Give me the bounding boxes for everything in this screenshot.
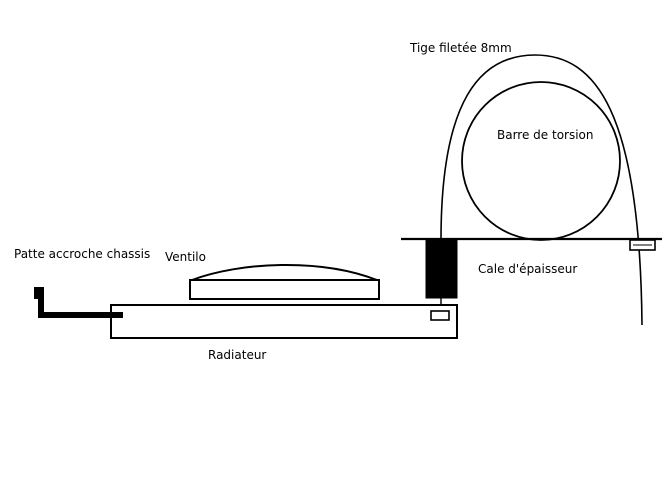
fan-dome — [191, 264, 378, 281]
radiator-label: Radiateur — [208, 348, 267, 362]
torsion-bar-label: Barre de torsion — [497, 128, 594, 142]
hook-bracket-stem — [38, 287, 44, 317]
fan-base — [189, 279, 380, 300]
shim-label: Cale d'épaisseur — [478, 262, 578, 276]
hook-bracket-horizontal — [38, 312, 123, 318]
thickness-shim — [425, 239, 458, 299]
radiator-body — [110, 304, 458, 339]
threaded-rod-label: Tige filetée 8mm — [410, 41, 512, 55]
fan-label: Ventilo — [165, 250, 206, 264]
threaded-rod-loop — [440, 54, 643, 326]
torsion-bar-circle — [461, 81, 621, 241]
hook-bracket-label: Patte accroche chassis — [14, 247, 151, 261]
radiator-nut — [430, 310, 450, 321]
